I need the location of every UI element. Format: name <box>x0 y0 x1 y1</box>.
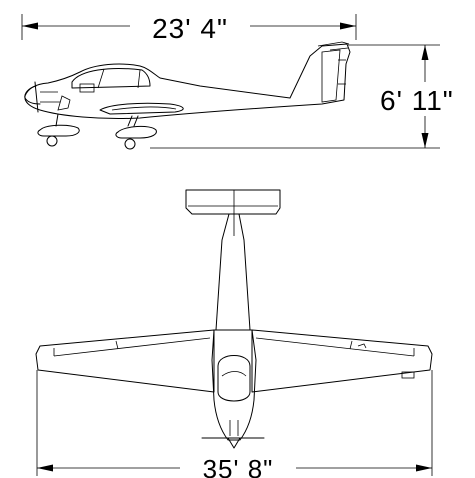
length-label: 23' 4" <box>152 13 228 44</box>
height-dimension: 6' 11" <box>150 44 454 149</box>
forward-fuselage <box>211 329 257 441</box>
canopy <box>71 68 151 89</box>
wingspan-dimension: 35' 8" <box>36 370 433 478</box>
left-wing <box>35 329 215 393</box>
length-dimension: 23' 4" <box>21 13 357 44</box>
height-label: 6' 11" <box>380 85 454 116</box>
nose-gear <box>37 113 80 147</box>
tail-boom <box>215 213 251 331</box>
fuselage-profile <box>24 43 351 120</box>
canopy-top <box>217 355 251 402</box>
side-view: 23' 4" 6' 11" <box>21 13 454 150</box>
spinner <box>24 85 41 105</box>
main-gear <box>115 115 157 150</box>
right-wing <box>251 329 433 393</box>
wing-root-fairing <box>99 102 184 115</box>
vertical-tail <box>321 49 341 103</box>
horizontal-tail <box>185 189 281 215</box>
top-view: 35' 8" <box>35 189 433 478</box>
wingspan-label: 35' 8" <box>203 454 274 478</box>
